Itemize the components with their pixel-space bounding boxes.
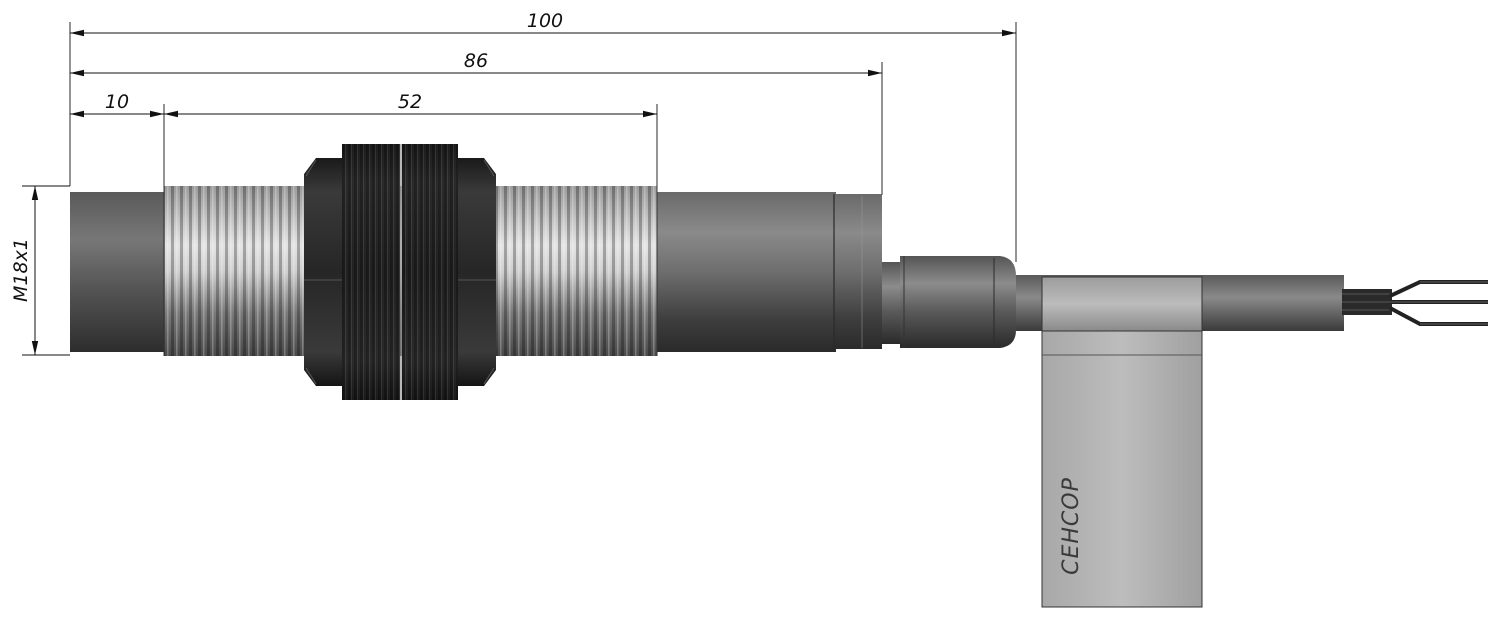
knurled-washer-right: [402, 144, 458, 400]
thread-spec-label: M18x1: [10, 238, 32, 302]
gland-neck: [882, 262, 904, 344]
rear-housing: [650, 192, 836, 352]
dimension-total-label: 100: [527, 10, 563, 32]
extension-lines: [22, 22, 1017, 356]
gland-cap: [900, 256, 1016, 348]
wire-3: [1389, 306, 1488, 326]
tag-flag: [1041, 330, 1203, 608]
dimension-thread: 52: [164, 91, 657, 118]
dimension-thread-spec: M18x1: [10, 186, 39, 355]
dimension-thread-label: 52: [398, 91, 422, 113]
lock-nut-right: [458, 158, 496, 386]
label-tag: СЕНСОР: [1041, 276, 1203, 608]
rear-housing-step: [834, 194, 882, 349]
sensor-body: [70, 144, 1016, 400]
dimension-body-label: 86: [464, 50, 488, 72]
dimension-front-label: 10: [105, 91, 129, 113]
dimension-body: 86: [70, 50, 882, 77]
wire-1: [1389, 280, 1488, 298]
tag-label: СЕНСОР: [1059, 477, 1084, 575]
dimension-front: 10: [70, 91, 164, 118]
lock-nut-left: [304, 158, 342, 386]
sensing-face: [70, 192, 166, 352]
dimension-total: 100: [70, 10, 1016, 37]
tag-wrap: [1041, 276, 1203, 332]
knurled-washer-left: [342, 144, 400, 400]
